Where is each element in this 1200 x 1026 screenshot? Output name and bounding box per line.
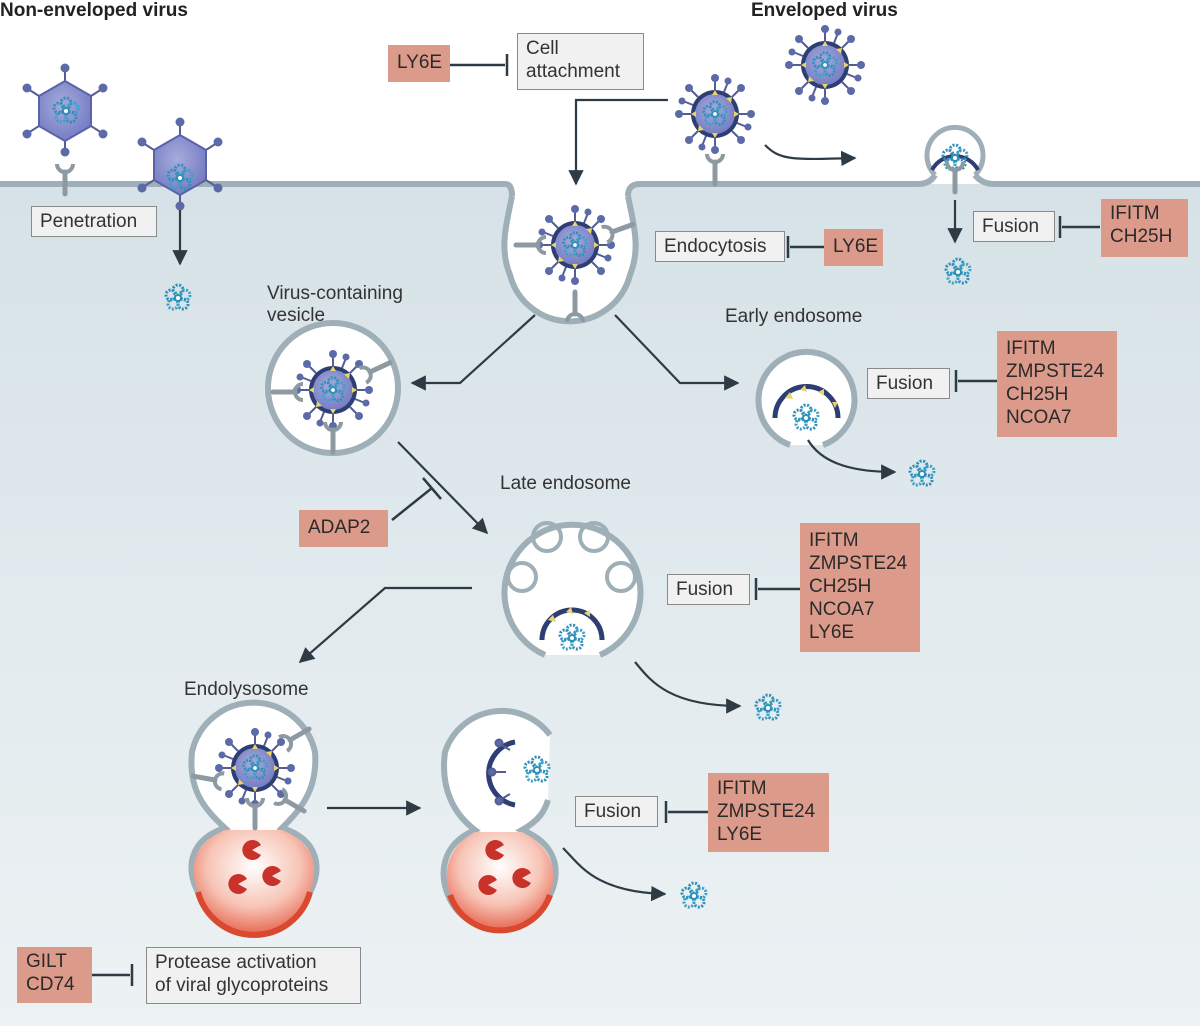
factor-box-endocytosis: LY6E (824, 229, 883, 266)
factor-ifitm: IFITM (809, 530, 859, 551)
early-endosome (755, 349, 858, 448)
factor-ch25h: CH25H (1110, 226, 1173, 247)
non-enveloped-virus-1 (21, 62, 109, 195)
factor-box-protease: GILT CD74 (17, 947, 92, 1003)
enveloped-virus-attaching (675, 74, 755, 154)
plasma-membrane-fusion (924, 124, 986, 192)
factor-ncoa7: NCOA7 (1006, 407, 1072, 428)
step-protease-line1: Protease activation (155, 952, 317, 973)
factor-ly6e: LY6E (397, 52, 443, 73)
step-penetration: Penetration (31, 206, 157, 237)
factor-box-endolysosome: IFITM ZMPSTE24 LY6E (708, 773, 829, 852)
factor-box-attachment: LY6E (388, 45, 450, 82)
factor-ly6e: LY6E (717, 824, 763, 845)
step-protease-activation: Protease activation of viral glycoprotei… (146, 947, 361, 1004)
label-endolysosome: Endolysosome (184, 679, 309, 700)
factor-zmpste24: ZMPSTE24 (1006, 361, 1105, 382)
label-late-endosome: Late endosome (500, 473, 631, 494)
label-vesicle-line2: vesicle (267, 305, 326, 326)
step-cell-attachment-line1: Cell (526, 38, 559, 59)
step-cell-attachment: Cell attachment (517, 33, 644, 90)
virus-containing-vesicle (265, 320, 401, 456)
factor-ch25h: CH25H (1006, 384, 1069, 405)
label-early-endosome: Early endosome (725, 306, 863, 327)
title-enveloped-virus: Enveloped virus (751, 0, 898, 21)
label-virus-containing-line1: Virus-containing (267, 283, 403, 304)
inhibition-connectors (92, 54, 1100, 986)
factor-zmpste24: ZMPSTE24 (717, 801, 816, 822)
factor-ifitm: IFITM (1110, 203, 1160, 224)
factor-gilt: GILT (26, 951, 67, 972)
label-virus-containing-vesicle: Virus-containing vesicle (267, 283, 403, 327)
step-protease-line2: of viral glycoproteins (155, 975, 329, 996)
factor-ly6e: LY6E (833, 236, 879, 257)
late-endosome (501, 521, 644, 658)
factor-box-transport: ADAP2 (299, 510, 388, 547)
factor-box-late-endosome: IFITM ZMPSTE24 CH25H NCOA7 LY6E (800, 523, 920, 652)
enveloped-virus-free (785, 25, 865, 105)
factor-ch25h: CH25H (809, 576, 872, 597)
endocytic-pit (501, 195, 639, 322)
endolysosome-fusion (440, 707, 559, 934)
plasma-membrane (0, 181, 515, 197)
factor-box-early-endosome: IFITM ZMPSTE24 CH25H NCOA7 (997, 331, 1117, 437)
factor-cd74: CD74 (26, 974, 75, 995)
factor-ifitm: IFITM (717, 778, 767, 799)
step-fusion-plasma-membrane: Fusion (973, 211, 1055, 242)
endolysosome (188, 699, 320, 938)
step-fusion-early-endosome: Fusion (867, 368, 950, 399)
factor-ifitm: IFITM (1006, 338, 1056, 359)
step-cell-attachment-line2: attachment (526, 61, 620, 82)
factor-ly6e: LY6E (809, 622, 855, 643)
factor-adap2: ADAP2 (308, 517, 371, 538)
step-fusion-late-endosome: Fusion (667, 574, 750, 605)
title-non-enveloped-virus: Non-enveloped virus (0, 0, 188, 21)
factor-box-plasma-membrane-fusion: IFITM CH25H (1101, 199, 1188, 257)
step-fusion-endolysosome: Fusion (575, 796, 658, 827)
factor-ncoa7: NCOA7 (809, 599, 875, 620)
factor-zmpste24: ZMPSTE24 (809, 553, 908, 574)
step-endocytosis: Endocytosis (655, 231, 785, 262)
